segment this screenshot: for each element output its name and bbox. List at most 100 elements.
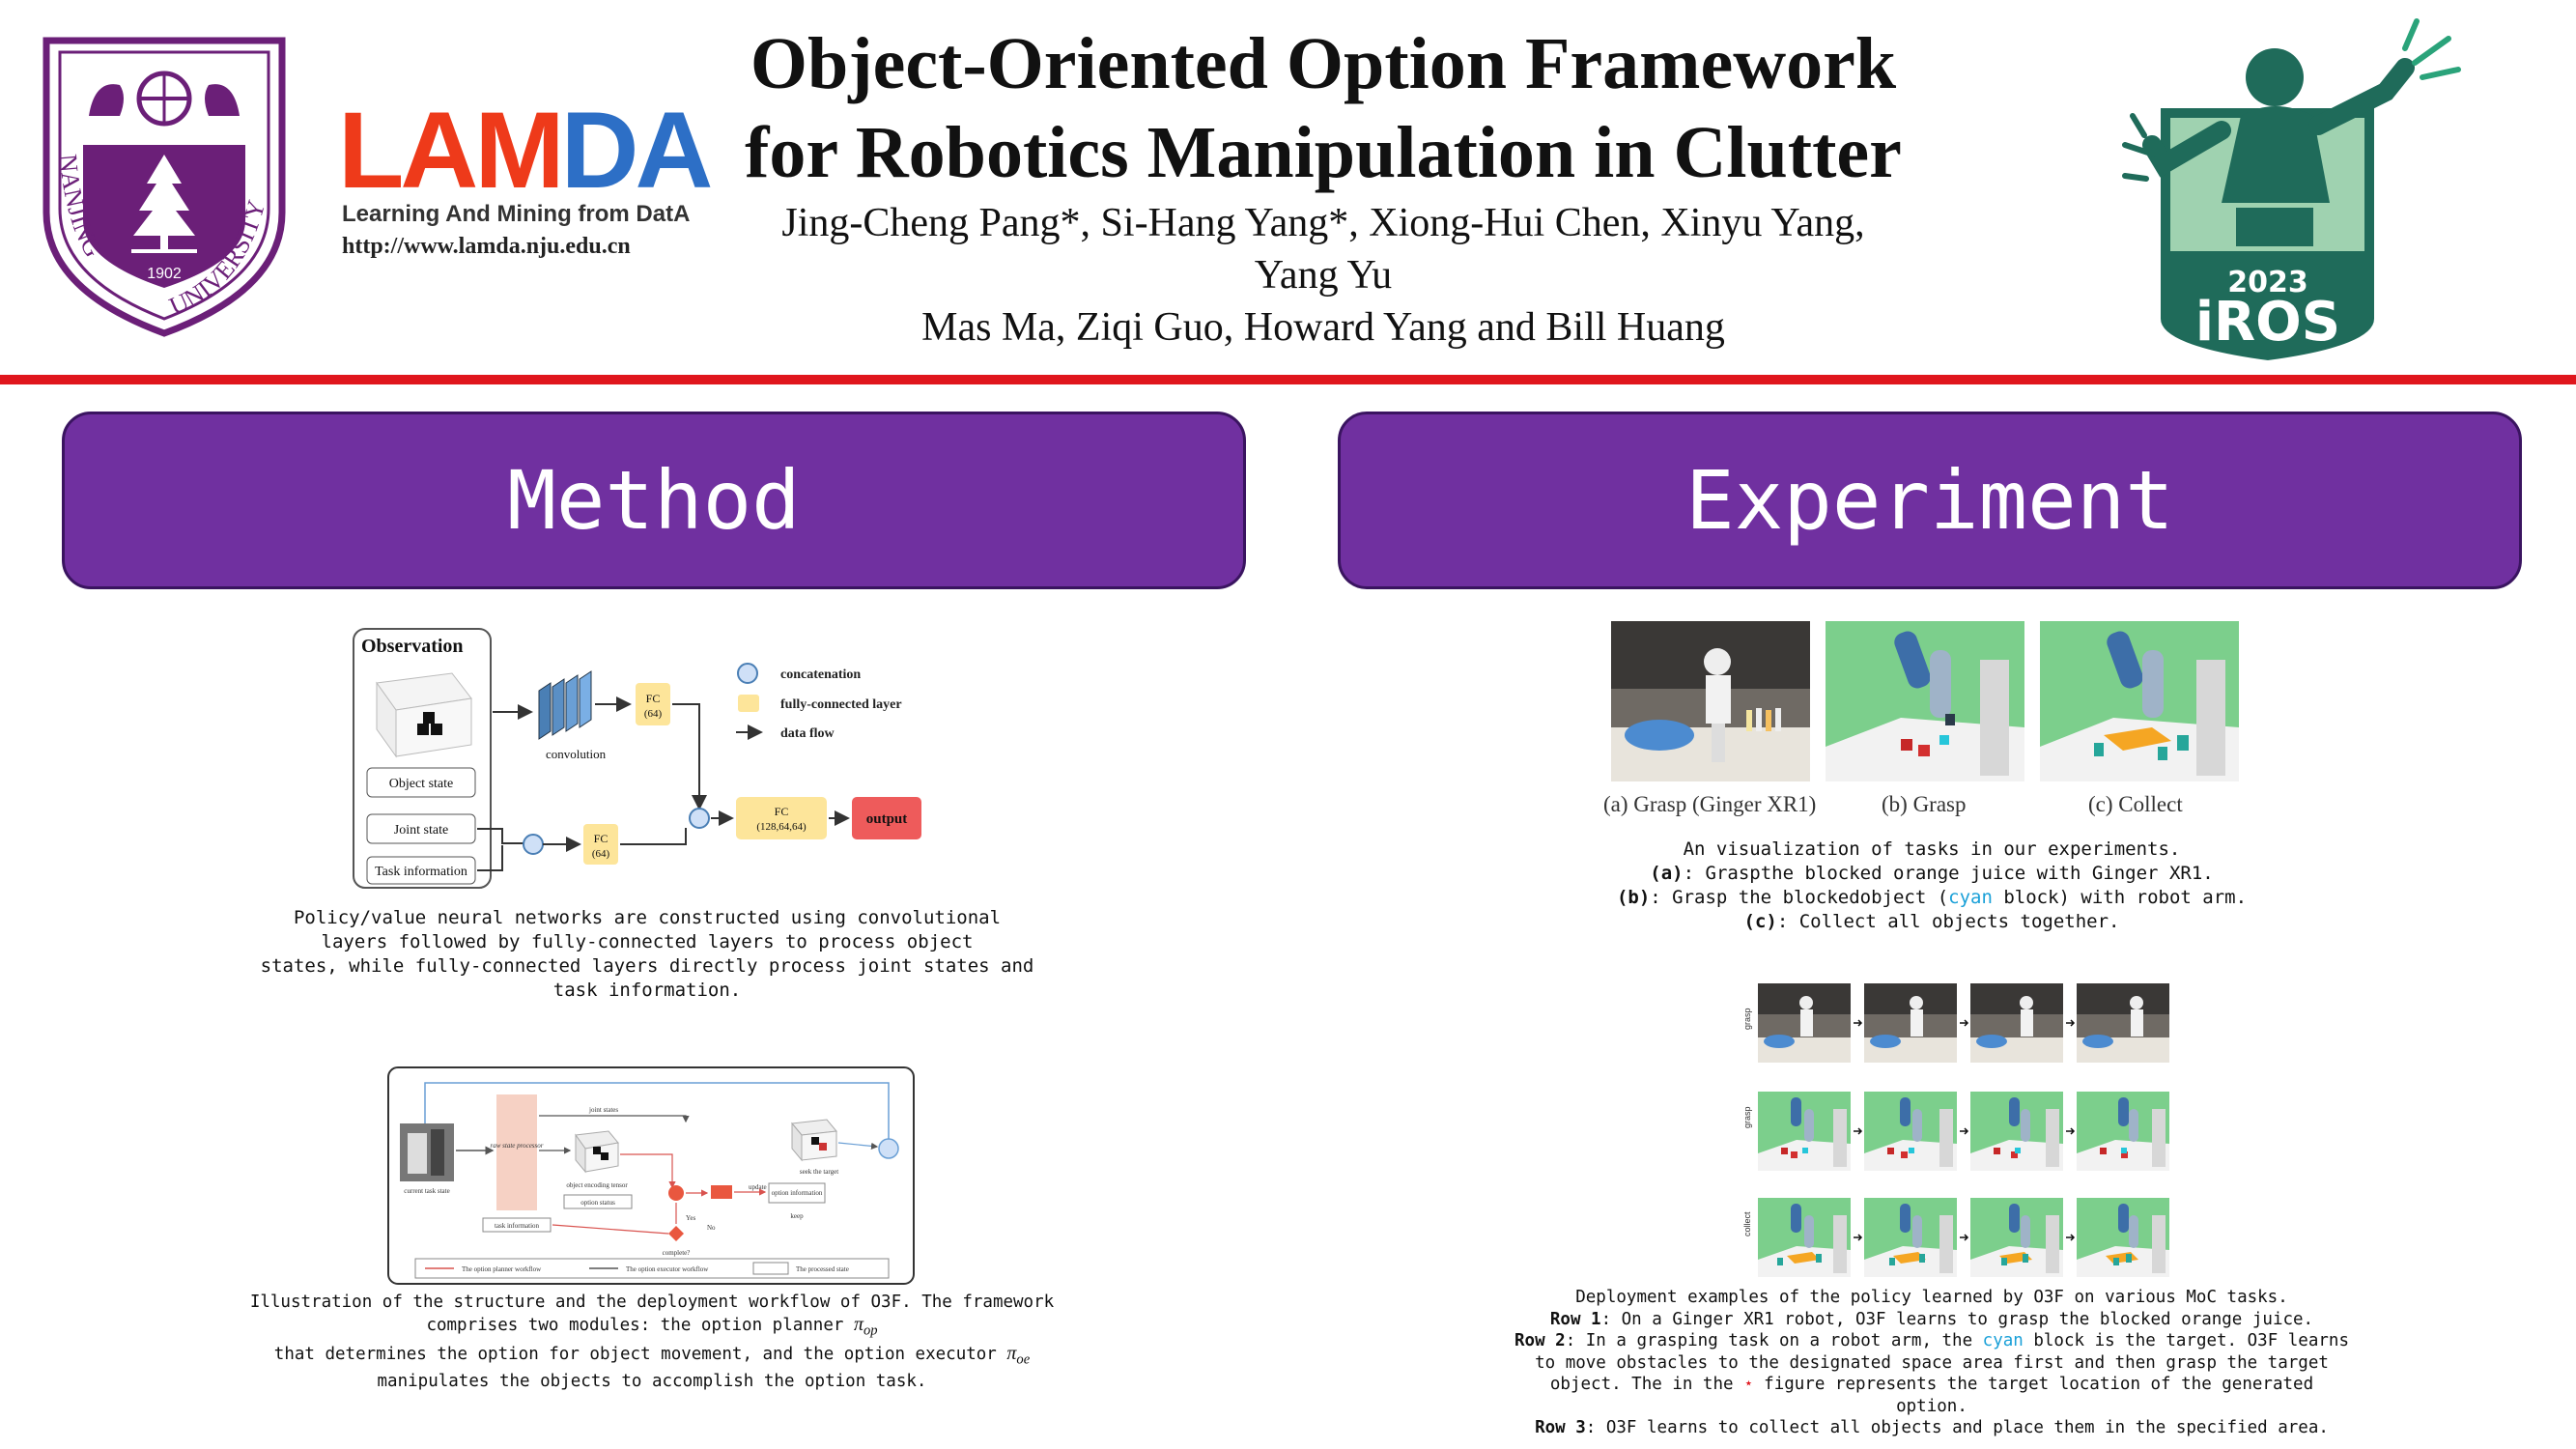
lamda-wordmark: LAMDA <box>338 90 713 211</box>
fc-top-box <box>636 683 670 725</box>
title-block: Object-Oriented Option Framework for Rob… <box>676 19 1970 354</box>
fc-top-label: FC <box>646 692 661 705</box>
option-planner-node <box>668 1185 684 1201</box>
row3-label: collect <box>1742 1211 1752 1236</box>
deploy-caption-intro: Deployment examples of the policy learne… <box>1575 1288 2288 1307</box>
task-information-label-2: task information <box>495 1222 540 1230</box>
legend-processed-box <box>752 1262 789 1275</box>
deploy-thumbnail <box>2077 983 2169 1063</box>
object-grid-image <box>376 672 472 758</box>
network-caption-line: states, while fully-connected layers dir… <box>260 955 1034 977</box>
fc-main-label: FC <box>775 805 789 818</box>
deploy-thumbnail <box>1864 983 1957 1063</box>
joint-states-label: joint states <box>588 1106 618 1114</box>
legend-fc-icon <box>738 695 759 712</box>
deployment-grid-figure: grasp grasp collect <box>1739 983 2173 1278</box>
deploy-caption-row2-line2: to move obstacles to the designated spac… <box>1535 1352 2329 1373</box>
option-information-label: option information <box>772 1189 823 1197</box>
row1-label: grasp <box>1742 1008 1752 1030</box>
lamda-tagline: Learning And Mining from DatA <box>342 201 691 227</box>
network-caption-line: Policy/value neural networks are constru… <box>293 907 1002 928</box>
legend-flow: data flow <box>780 726 835 741</box>
task-caption-c: (c): Collect all objects together. <box>1743 911 2120 932</box>
sequence-arrow-icon <box>2066 1127 2076 1135</box>
sequence-arrow-icon <box>1960 1234 1969 1241</box>
deploy-thumbnail <box>1864 1198 1957 1277</box>
observation-label: Observation <box>361 636 464 657</box>
option-information-box <box>768 1182 826 1204</box>
legend-fc: fully-connected layer <box>780 697 902 712</box>
authors-line1: Jing-Cheng Pang*, Si-Hang Yang*, Xiong-H… <box>781 201 1865 245</box>
network-caption: Policy/value neural networks are constru… <box>232 906 1062 1003</box>
joint-state-label: Joint state <box>394 823 448 838</box>
deploy-thumbnail <box>1758 1198 1851 1277</box>
observation-box <box>353 628 492 889</box>
keep-label: keep <box>790 1212 804 1220</box>
paper-title-line2: for Robotics Manipulation in Clutter <box>745 112 1902 193</box>
legend-concat: concatenation <box>780 668 861 682</box>
paper-title-line1: Object-Oriented Option Framework <box>750 23 1897 104</box>
iros-year: 2023 <box>2227 266 2308 299</box>
experiment-heading: Experiment <box>1685 453 2174 548</box>
iros-logo: 2023 iROS <box>2077 10 2502 367</box>
deployment-caption: Deployment examples of the policy learne… <box>1478 1287 2386 1439</box>
workflow-caption-line4: manipulates the objects to accomplish th… <box>377 1372 927 1391</box>
lamda-url: http://www.lamda.nju.edu.cn <box>342 234 631 259</box>
task-photo-captions: (a) Grasp (Ginger XR1) (b) Grasp (c) Col… <box>1584 792 2279 831</box>
sequence-arrow-icon <box>2066 1019 2076 1027</box>
photo-caption-b: (b) Grasp <box>1882 792 1967 816</box>
raw-state-processor-box <box>496 1094 537 1210</box>
method-heading: Method <box>507 453 801 548</box>
complete-decision <box>668 1226 684 1241</box>
seek-target-label: seek the target <box>800 1168 838 1176</box>
task-caption: An visualization of tasks in our experim… <box>1555 838 2308 934</box>
method-banner: Method <box>62 412 1246 589</box>
fc-main-box <box>736 797 827 839</box>
workflow-caption: Illustration of the structure and the de… <box>222 1292 1082 1393</box>
photo-caption-c: (c) Collect <box>2088 792 2183 816</box>
deploy-thumbnail <box>1864 1092 1957 1171</box>
deploy-thumbnail <box>1970 1198 2063 1277</box>
yes-label: Yes <box>686 1214 695 1222</box>
object-encoding-cube <box>575 1130 619 1174</box>
legend-executor-label: The option executor workflow <box>626 1265 709 1273</box>
sequence-arrow-icon <box>1854 1234 1863 1241</box>
option-box <box>711 1185 732 1199</box>
convolution-layers <box>538 670 592 740</box>
experiment-banner: Experiment <box>1338 412 2522 589</box>
fc-bottom-box <box>583 824 618 865</box>
concat-node-bottom <box>523 834 544 855</box>
deploy-thumbnail <box>1758 983 1851 1063</box>
output-box <box>852 797 921 839</box>
workflow-caption-line1: Illustration of the structure and the de… <box>249 1293 1055 1312</box>
authors-line2: Yang Yu <box>1254 253 1393 298</box>
authors-line3: Mas Ma, Ziqi Guo, Howard Yang and Bill H… <box>921 305 1725 350</box>
legend-planner-label: The option planner workflow <box>462 1265 542 1273</box>
complete-label: complete? <box>663 1249 691 1257</box>
sequence-arrow-icon <box>2066 1234 2076 1241</box>
deploy-caption-row1: Row 1: On a Ginger XR1 robot, O3F learns… <box>1549 1309 2314 1329</box>
network-architecture-figure: Observation Object state Joint state Tas… <box>348 623 947 894</box>
deploy-thumbnail <box>2077 1198 2169 1277</box>
photo-grasp-arm <box>1826 621 2024 781</box>
network-caption-line: layers followed by fully-connected layer… <box>321 931 974 952</box>
task-information-label: Task information <box>375 865 467 879</box>
legend-processed-label: The processed state <box>796 1265 849 1273</box>
task-information-box <box>366 856 476 885</box>
nju-logo: 1902 NANJING UNIVERSITY <box>39 29 290 338</box>
photo-caption-a: (a) Grasp (Ginger XR1) <box>1603 792 1817 816</box>
output-label: output <box>866 811 908 827</box>
photo-collect <box>2040 621 2239 781</box>
raw-state-processor-label: raw state processor <box>491 1142 544 1150</box>
photo-grasp-ginger <box>1611 621 1810 781</box>
workflow-caption-line2: comprises two modules: the option planne… <box>426 1314 878 1339</box>
option-executor-node <box>878 1138 899 1159</box>
deploy-thumbnail <box>1758 1092 1851 1171</box>
task-caption-b: (b): Grasp the blockedobject (cyan block… <box>1616 887 2248 908</box>
deploy-caption-row2-line3: object. The in the ⋆ figure represents t… <box>1549 1375 2314 1394</box>
deploy-caption-row3: Row 3: O3F learns to collect all objects… <box>1535 1418 2329 1437</box>
object-state-label: Object state <box>389 777 453 791</box>
iros-name: iROS <box>2195 291 2340 354</box>
fc-top-size: (64) <box>644 708 663 720</box>
workflow-caption-line3: that determines the option for object mo… <box>273 1342 1031 1368</box>
